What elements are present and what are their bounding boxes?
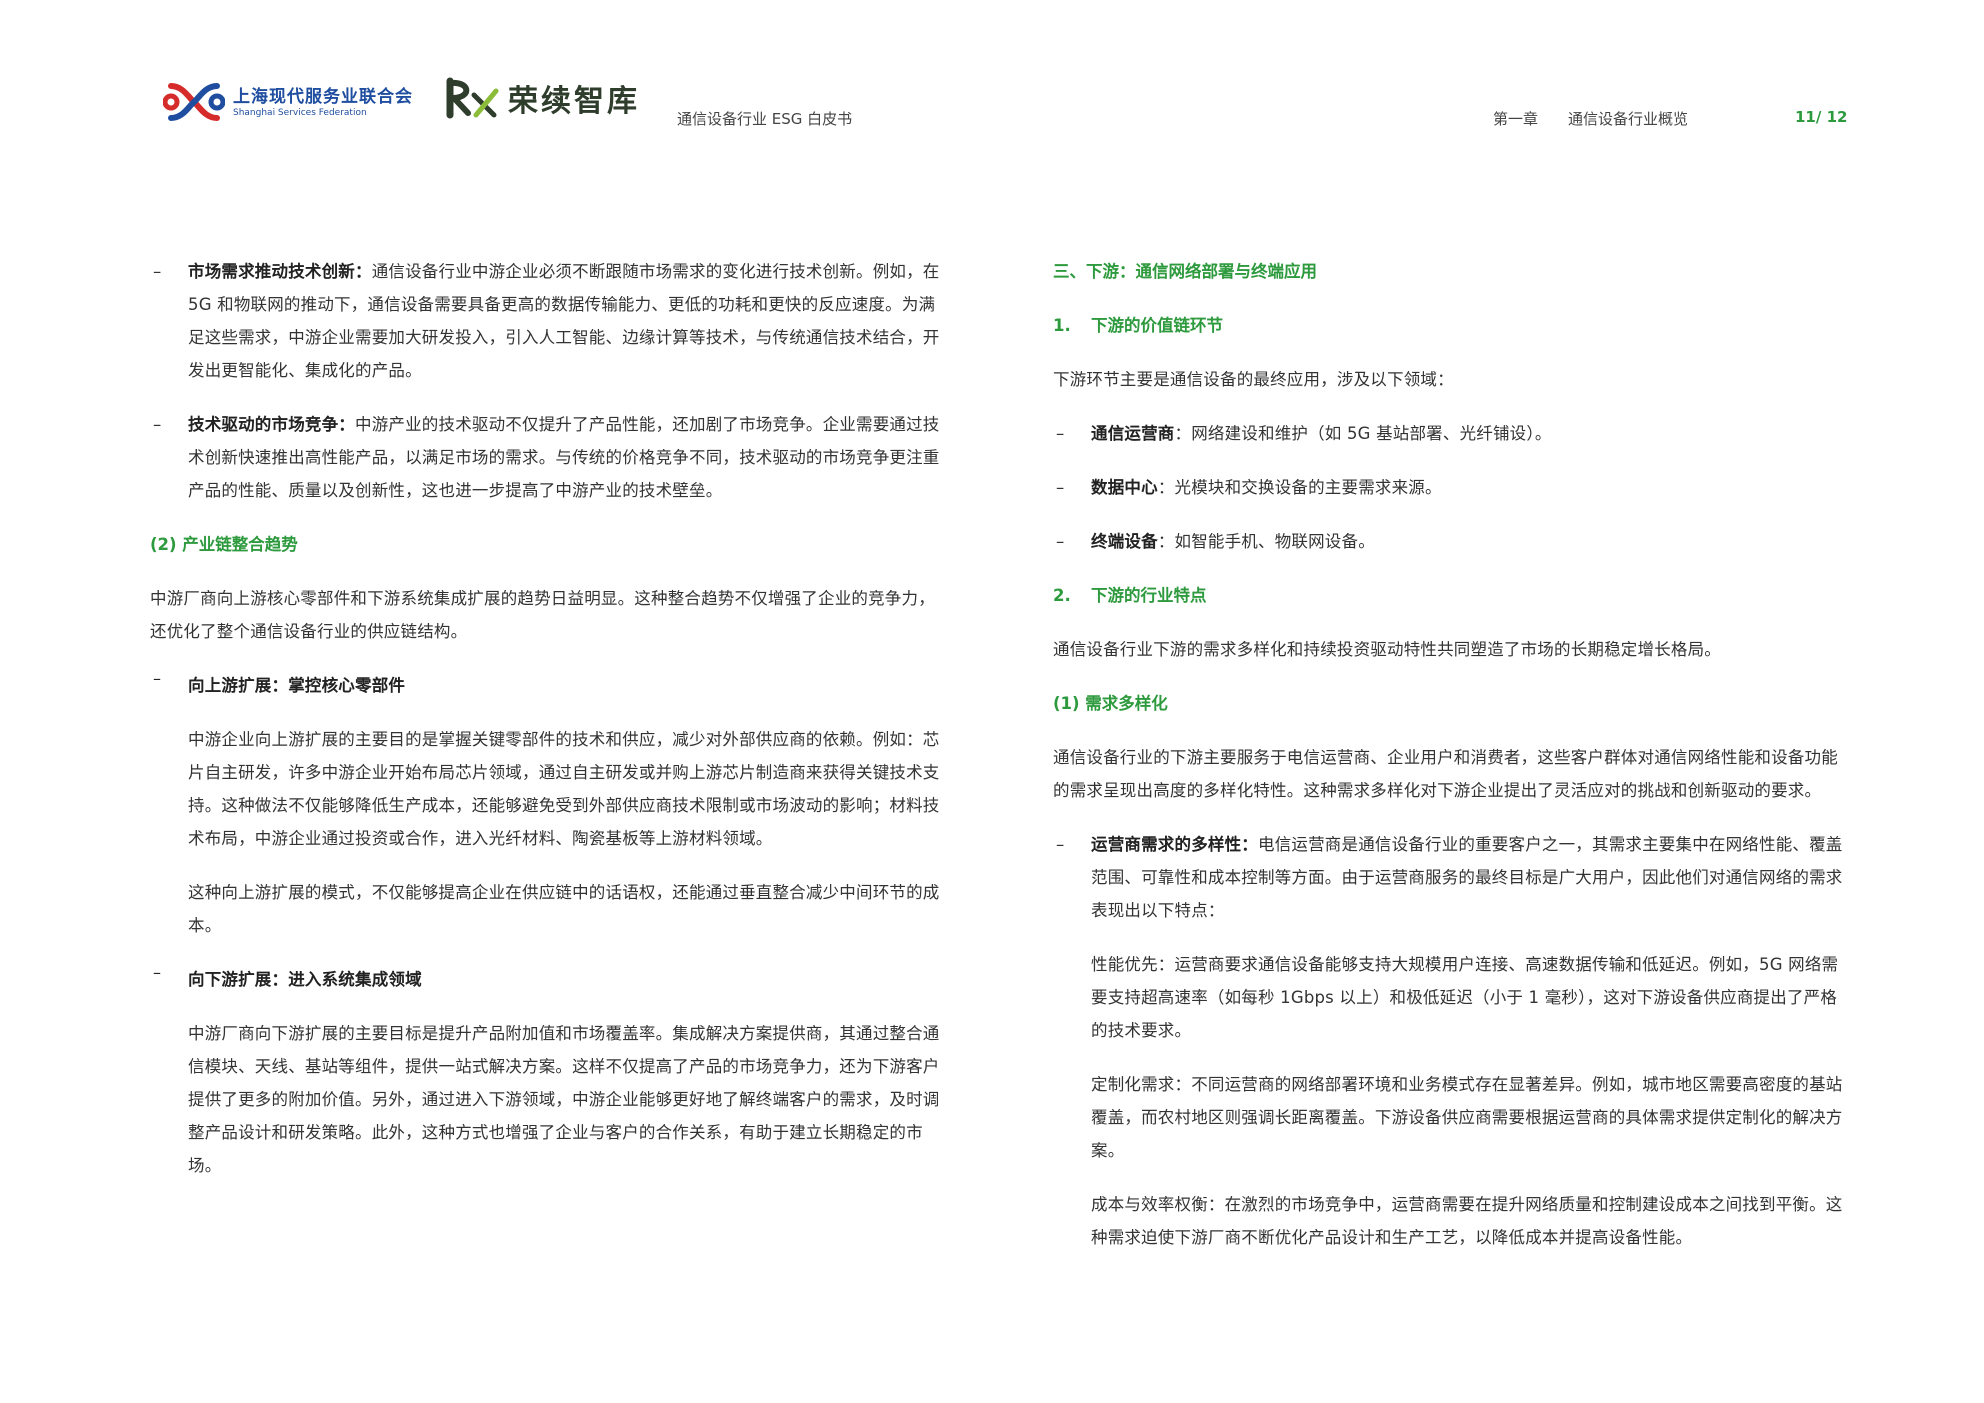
subsection-number: 2. [1053, 586, 1071, 605]
bullet-title: 技术驱动的市场竞争： [188, 415, 355, 434]
bullet-title: 向下游扩展：进入系统集成领域 [188, 970, 422, 989]
bullet-terminal-devices: – 终端设备：如智能手机、物联网设备。 [1053, 525, 1853, 558]
federation-name-en: Shanghai Services Federation [233, 107, 367, 118]
paragraph-chain-integration: 中游厂商向上游核心零部件和下游系统集成扩展的趋势日益明显。这种整合趋势不仅增强了… [150, 589, 935, 641]
subsection-number: 1. [1053, 316, 1071, 335]
bullet-title: 市场需求推动技术创新： [188, 262, 372, 281]
bullet-dash: – [153, 669, 161, 688]
section-heading-downstream: 三、下游：通信网络部署与终端应用 [1053, 262, 1317, 281]
paragraph-cost-efficiency: 成本与效率权衡：在激烈的市场竞争中，运营商需要在提升网络质量和控制建设成本之间找… [1091, 1195, 1843, 1247]
paragraph-upstream-2: 这种向上游扩展的模式，不仅能够提高企业在供应链中的话语权，还能通过垂直整合减少中… [188, 883, 940, 935]
bullet-dash: – [153, 262, 162, 281]
bullet-dash: – [153, 415, 162, 434]
paragraph-customization: 定制化需求：不同运营商的网络部署环境和业务模式存在显著差异。例如，城市地区需要高… [1091, 1075, 1843, 1160]
paragraph-performance-priority: 性能优先：运营商要求通信设备能够支持大规模用户连接、高速数据传输和低延迟。例如，… [1091, 955, 1839, 1040]
bullet-dash: – [1056, 424, 1065, 443]
page-number: 11/ 12 [1795, 108, 1848, 126]
chapter-label: 第一章 [1493, 110, 1539, 128]
bullet-dash: – [1056, 835, 1065, 854]
bullet-dash: – [1056, 532, 1065, 551]
document-title: 通信设备行业 ESG 白皮书 [677, 110, 853, 128]
paragraph-demand-diversity: 通信设备行业的下游主要服务于电信运营商、企业用户和消费者，这些客户群体对通信网络… [1053, 748, 1838, 800]
bullet-text: ：如智能手机、物联网设备。 [1157, 532, 1375, 551]
paragraph-industry-features: 通信设备行业下游的需求多样化和持续投资驱动特性共同塑造了市场的长期稳定增长格局。 [1053, 640, 1721, 659]
bullet-title: 运营商需求的多样性： [1091, 835, 1258, 854]
rongxu-logo: 荣续智库 [446, 76, 640, 120]
section-heading-demand-diversity: (1) 需求多样化 [1053, 694, 1168, 713]
bullet-data-center: – 数据中心：光模块和交换设备的主要需求来源。 [1053, 471, 1853, 504]
bullet-text: 中游产业的技术驱动不仅提升了产品性能，还加剧了市场竞争。企业需要通过技术创新快速… [188, 415, 940, 500]
chapter-title: 通信设备行业概览 [1568, 110, 1689, 128]
paragraph-upstream-1: 中游企业向上游扩展的主要目的是掌握关键零部件的技术和供应，减少对外部供应商的依赖… [188, 730, 940, 848]
bullet-operators: – 通信运营商：网络建设和维护（如 5G 基站部署、光纤铺设）。 [1053, 417, 1853, 450]
bullet-upstream-expansion: – 向上游扩展：掌控核心零部件 [150, 669, 950, 702]
federation-logo-icon [163, 83, 225, 121]
subsection-title: 下游的价值链环节 [1091, 316, 1223, 335]
right-column: 三、下游：通信网络部署与终端应用 1. 下游的价值链环节 下游环节主要是通信设备的… [1053, 255, 1853, 1275]
bullet-downstream-expansion: – 向下游扩展：进入系统集成领域 [150, 963, 950, 996]
bullet-text: ：网络建设和维护（如 5G 基站部署、光纤铺设）。 [1174, 424, 1552, 443]
left-column: – 市场需求推动技术创新：通信设备行业中游企业必须不断跟随市场需求的变化进行技术… [150, 255, 950, 1203]
page-header: 上海现代服务业联合会 Shanghai Services Federation … [0, 0, 1984, 150]
paragraph-downstream-intro: 下游环节主要是通信设备的最终应用，涉及以下领域： [1053, 370, 1454, 389]
subsection-heading-value-chain: 1. 下游的价值链环节 [1053, 309, 1853, 342]
bullet-dash: – [1056, 478, 1065, 497]
bullet-title: 终端设备 [1091, 532, 1158, 551]
rx-logo-icon [446, 77, 499, 119]
rongxu-logo-text: 荣续智库 [508, 84, 640, 119]
subsection-heading-industry-features: 2. 下游的行业特点 [1053, 579, 1853, 612]
subsection-title: 下游的行业特点 [1091, 586, 1207, 605]
bullet-title: 通信运营商 [1091, 424, 1175, 443]
federation-logo: 上海现代服务业联合会 Shanghai Services Federation [163, 78, 413, 126]
paragraph-downstream: 中游厂商向下游扩展的主要目标是提升产品附加值和市场覆盖率。集成解决方案提供商，其… [188, 1024, 940, 1175]
bullet-dash: – [153, 963, 161, 982]
section-heading-chain-integration: (2) 产业链整合趋势 [150, 535, 298, 554]
federation-name-cn: 上海现代服务业联合会 [233, 86, 413, 107]
bullet-tech-competition: – 技术驱动的市场竞争：中游产业的技术驱动不仅提升了产品性能，还加剧了市场竞争。… [150, 408, 950, 507]
bullet-text: 通信设备行业中游企业必须不断跟随市场需求的变化进行技术创新。例如，在 5G 和物… [188, 262, 940, 380]
bullet-operator-diversity: – 运营商需求的多样性：电信运营商是通信设备行业的重要客户之一，其需求主要集中在… [1053, 828, 1853, 927]
bullet-market-demand: – 市场需求推动技术创新：通信设备行业中游企业必须不断跟随市场需求的变化进行技术… [150, 255, 950, 387]
bullet-title: 数据中心 [1091, 478, 1158, 497]
bullet-text: ：光模块和交换设备的主要需求来源。 [1157, 478, 1442, 497]
bullet-text: 电信运营商是通信设备行业的重要客户之一，其需求主要集中在网络性能、覆盖范围、可靠… [1091, 835, 1843, 920]
bullet-title: 向上游扩展：掌控核心零部件 [188, 676, 406, 695]
